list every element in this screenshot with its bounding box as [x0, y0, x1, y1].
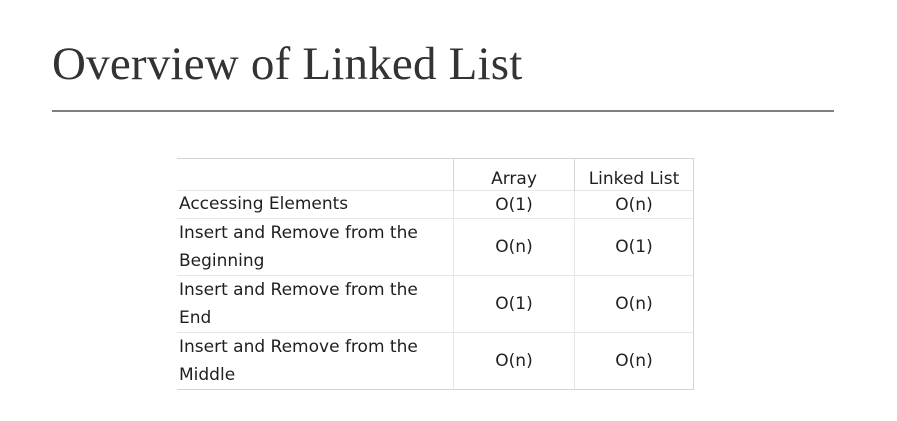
- array-complexity: O(n): [453, 218, 575, 276]
- header-linked-list: Linked List: [574, 158, 694, 191]
- row-label: Insert and Remove from the End: [177, 275, 454, 333]
- array-complexity: O(1): [453, 275, 575, 333]
- table-row: Insert and Remove from the End O(1) O(n): [177, 275, 694, 333]
- linked-list-complexity: O(1): [574, 218, 694, 276]
- array-complexity: O(1): [453, 190, 575, 219]
- slide-title: Overview of Linked List: [52, 38, 523, 90]
- row-label: Insert and Remove from the Middle: [177, 332, 454, 390]
- title-divider: [52, 110, 834, 112]
- linked-list-complexity: O(n): [574, 275, 694, 333]
- complexity-comparison-table: Array Linked List Accessing Elements O(1…: [177, 158, 694, 390]
- row-label: Insert and Remove from the Beginning: [177, 218, 454, 276]
- header-array: Array: [453, 158, 575, 191]
- table-header-row: Array Linked List: [177, 158, 694, 191]
- array-complexity: O(n): [453, 332, 575, 390]
- table-row: Insert and Remove from the Middle O(n) O…: [177, 332, 694, 390]
- comparison-table-container: Array Linked List Accessing Elements O(1…: [177, 158, 694, 390]
- table-row: Insert and Remove from the Beginning O(n…: [177, 218, 694, 276]
- table-row: Accessing Elements O(1) O(n): [177, 190, 694, 219]
- header-empty-cell: [177, 158, 454, 191]
- linked-list-complexity: O(n): [574, 190, 694, 219]
- linked-list-complexity: O(n): [574, 332, 694, 390]
- row-label: Accessing Elements: [177, 190, 454, 219]
